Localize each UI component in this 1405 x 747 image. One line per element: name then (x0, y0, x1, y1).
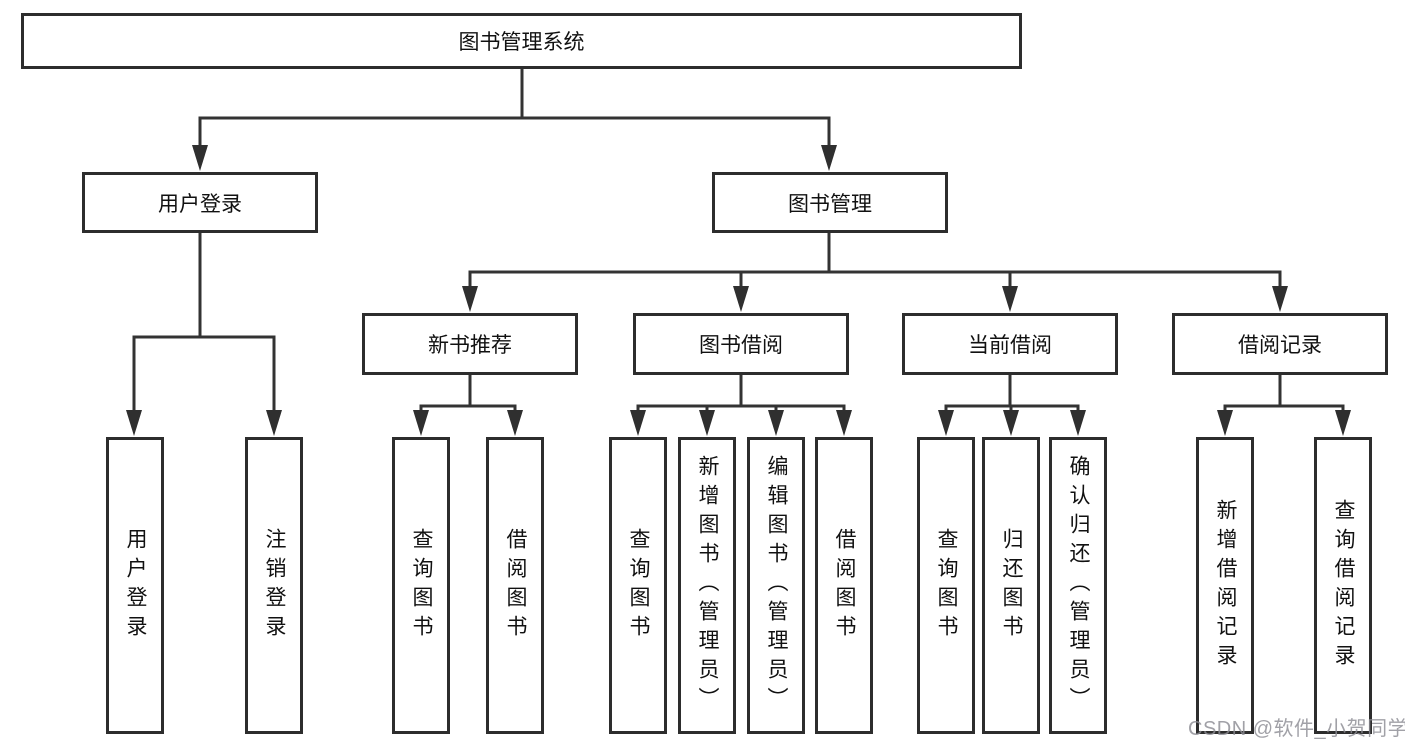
node-user-login: 用户登录 (82, 172, 318, 233)
leaf-borrow-books-label: 借阅图书 (833, 527, 856, 644)
leaf-add-books-admin: 新增图书（管理员） (678, 437, 736, 734)
leaf-edit-books-admin: 编辑图书（管理员） (747, 437, 805, 734)
leaf-add-borrow-record: 新增借阅记录 (1196, 437, 1254, 734)
leaf-add-borrow-record-label: 新增借阅记录 (1214, 498, 1237, 673)
node-book-management-label: 图书管理 (788, 192, 872, 216)
node-borrowing-records-label: 借阅记录 (1238, 334, 1322, 357)
leaf-edit-books-admin-label: 编辑图书（管理员） (765, 455, 788, 716)
leaf-user-login: 用户登录 (106, 437, 164, 734)
arrowhead-icons (126, 145, 1351, 436)
leaf-query-books-current-label: 查询图书 (935, 527, 958, 644)
node-borrowing-records: 借阅记录 (1172, 313, 1388, 375)
node-user-login-label: 用户登录 (158, 192, 242, 216)
leaf-query-borrow-record: 查询借阅记录 (1314, 437, 1372, 734)
leaf-user-login-label: 用户登录 (124, 527, 147, 644)
node-current-borrowing-label: 当前借阅 (968, 334, 1052, 357)
leaf-add-books-admin-label: 新增图书（管理员） (696, 455, 719, 716)
node-book-borrowing: 图书借阅 (633, 313, 849, 375)
node-book-management: 图书管理 (712, 172, 948, 233)
leaf-logout: 注销登录 (245, 437, 303, 734)
node-root-label: 图书管理系统 (458, 31, 585, 54)
node-new-book-recommendation-label: 新书推荐 (428, 334, 512, 357)
watermark: CSDN @软件_小贺同学 (1188, 718, 1405, 740)
leaf-confirm-return-admin: 确认归还（管理员） (1049, 437, 1107, 734)
node-new-book-recommendation: 新书推荐 (362, 313, 578, 375)
leaf-query-books-recommend-label: 查询图书 (410, 527, 433, 644)
leaf-confirm-return-admin-label: 确认归还（管理员） (1067, 455, 1090, 716)
leaf-borrow-books: 借阅图书 (815, 437, 873, 734)
leaf-borrow-books-recommend: 借阅图书 (486, 437, 544, 734)
leaf-query-books-recommend: 查询图书 (392, 437, 450, 734)
leaf-query-borrow-record-label: 查询借阅记录 (1332, 498, 1355, 673)
leaf-query-books-borrow: 查询图书 (609, 437, 667, 734)
node-book-borrowing-label: 图书借阅 (699, 334, 783, 357)
node-root: 图书管理系统 (21, 13, 1022, 69)
node-current-borrowing: 当前借阅 (902, 313, 1118, 375)
leaf-logout-label: 注销登录 (263, 527, 286, 644)
leaf-borrow-books-recommend-label: 借阅图书 (504, 527, 527, 644)
leaf-return-books: 归还图书 (982, 437, 1040, 734)
leaf-query-books-current: 查询图书 (917, 437, 975, 734)
leaf-return-books-label: 归还图书 (1000, 527, 1023, 644)
leaf-query-books-borrow-label: 查询图书 (627, 527, 650, 644)
